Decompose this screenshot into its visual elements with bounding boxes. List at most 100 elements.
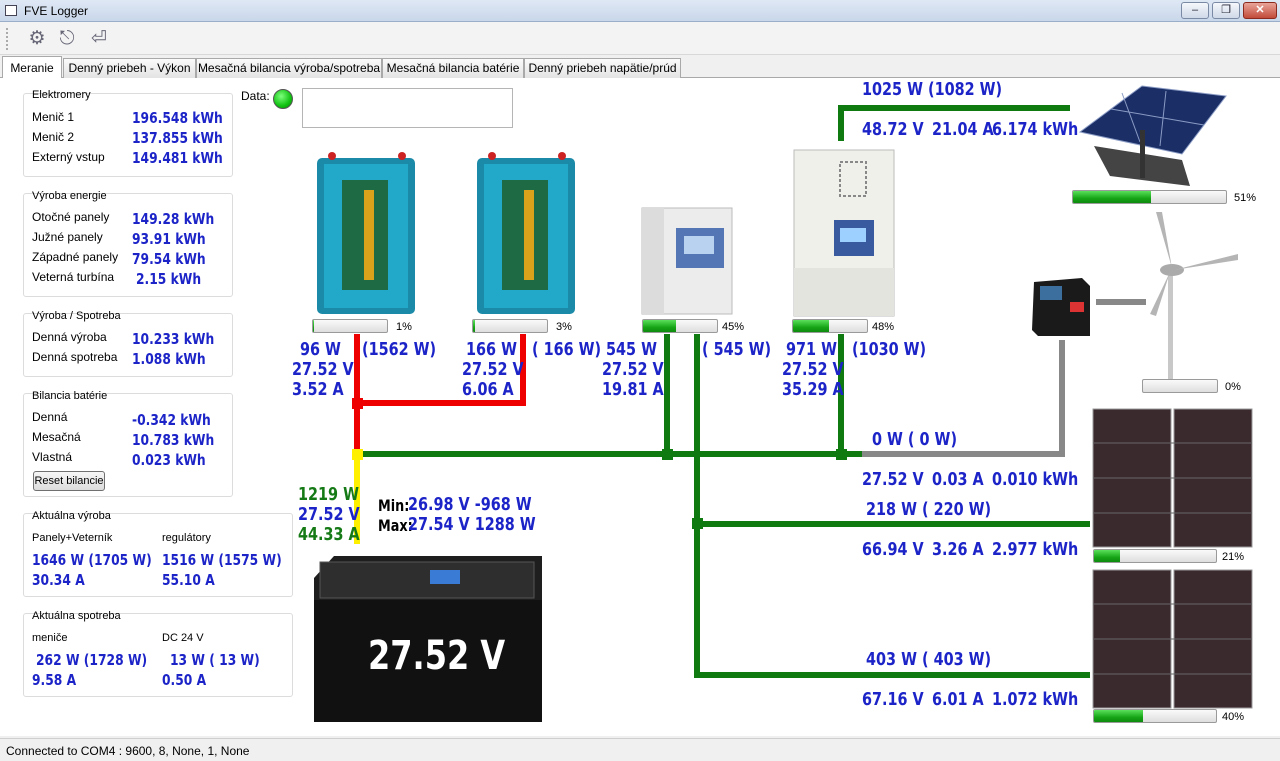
- tab-meranie[interactable]: Meranie: [2, 56, 62, 79]
- maximize-button[interactable]: ❐: [1212, 2, 1240, 19]
- status-bar: Connected to COM4 : 9600, 8, None, 1, No…: [0, 738, 1280, 761]
- disconnect-icon[interactable]: ⏎: [91, 28, 107, 49]
- inverters-current: 9.58 A: [32, 671, 77, 689]
- west-panels-load-bar: [1093, 709, 1217, 723]
- regulator-1-voltage: 27.52 V: [602, 359, 664, 380]
- production-value: 93.91 kWh: [132, 230, 206, 248]
- rotating-panels-power: 1025 W (1082 W): [862, 79, 1003, 100]
- battery-voltage-display: 27.52 V: [368, 633, 506, 679]
- battery-min-label: Min:: [378, 496, 410, 515]
- inverter-2-current: 6.06 A: [462, 379, 514, 400]
- battery-max-label: Max:: [378, 516, 413, 535]
- wire-main-bus: [357, 451, 867, 457]
- group-elektromery: Elektromery Menič 1 196.548 kWh Menič 2 …: [23, 89, 233, 177]
- rotating-panels-load-pct: 51%: [1234, 192, 1257, 204]
- tab-denny-priebeh-vykon[interactable]: Denný priebeh - Výkon: [63, 58, 196, 78]
- inverters-label: meniče: [32, 632, 68, 644]
- wind-current: 0.03 A: [932, 469, 984, 490]
- production-label: Veterná turbína: [32, 270, 115, 284]
- junction-node: [352, 398, 363, 409]
- group-title: Bilancia batérie: [32, 390, 108, 402]
- rotating-solar-panel-image: [1078, 85, 1227, 186]
- tab-denny-priebeh-napatie[interactable]: Denný priebeh napätie/prúd: [524, 58, 681, 78]
- west-panels-load-fill: [1094, 710, 1143, 722]
- west-panels-voltage: 67.16 V: [862, 689, 924, 710]
- regulators-current: 55.10 A: [162, 571, 215, 589]
- data-textbox[interactable]: [302, 88, 513, 128]
- panels-label: Panely+Veterník: [32, 532, 113, 544]
- wire-wind-up: [1059, 340, 1065, 457]
- balance-value: 0.023 kWh: [132, 451, 206, 469]
- regulator-2-load-bar: [792, 319, 868, 333]
- battery-current: 44.33 A: [298, 524, 360, 545]
- wind-turbine-load-bar: [1142, 379, 1218, 393]
- regulator-1-current: 19.81 A: [602, 379, 664, 400]
- balance-value: -0.342 kWh: [132, 411, 211, 429]
- regulator-2-current: 35.29 A: [782, 379, 844, 400]
- meter-value: 196.548 kWh: [132, 109, 223, 127]
- rotating-panels-energy: 6.174 kWh: [992, 119, 1079, 140]
- regulator-2-voltage: 27.52 V: [782, 359, 844, 380]
- toolbar-grip: [6, 28, 9, 50]
- west-panels-current: 6.01 A: [932, 689, 984, 710]
- group-aktualna-vyroba: Aktuálna výroba Panely+Veterník reguláto…: [23, 510, 293, 597]
- daily-label: Denná výroba: [32, 330, 107, 344]
- inverter-2-power: 166 W: [466, 339, 517, 360]
- wind-controller-image: [1032, 278, 1090, 336]
- balance-label: Vlastná: [32, 450, 73, 464]
- close-button[interactable]: ✕: [1243, 2, 1277, 19]
- group-aktualna-spotreba: Aktuálna spotreba meniče DC 24 V 262 W (…: [23, 610, 293, 697]
- regulators-label: regulátory: [162, 532, 211, 544]
- tab-bar: Meranie Denný priebeh - Výkon Mesačná bi…: [0, 56, 1280, 79]
- inverter-1-current: 3.52 A: [292, 379, 344, 400]
- wire-wind-bus: [862, 451, 1062, 457]
- wire-rotating-up: [838, 105, 844, 141]
- regulators-power: 1516 W (1575 W): [162, 551, 282, 569]
- dc-label: DC 24 V: [162, 632, 204, 644]
- inverter-1-load-fill: [313, 320, 314, 332]
- inverter-2-voltage: 27.52 V: [462, 359, 524, 380]
- connection-status: Connected to COM4 : 9600, 8, None, 1, No…: [6, 744, 250, 758]
- south-panels-load-pct: 21%: [1222, 551, 1245, 563]
- wire-south-panels: [694, 521, 1090, 527]
- wire-inverter-bus: [354, 400, 526, 406]
- toolbar: ⚙ ⎋ ⏎: [0, 22, 1280, 55]
- regulator-1-power: 545 W: [606, 339, 657, 360]
- wire-west-panels: [694, 672, 1090, 678]
- gear-icon[interactable]: ⚙: [28, 28, 46, 49]
- regulator-2-peak: (1030 W): [852, 339, 927, 360]
- battery-max-value: 27.54 V 1288 W: [408, 514, 536, 535]
- wind-voltage: 27.52 V: [862, 469, 924, 490]
- junction-node: [836, 449, 847, 460]
- meter-value: 149.481 kWh: [132, 149, 223, 167]
- connect-icon[interactable]: ⎋: [59, 28, 75, 49]
- tab-mesacna-bilancia-baterie[interactable]: Mesačná bilancia batérie: [382, 58, 524, 78]
- inverter-1-voltage: 27.52 V: [292, 359, 354, 380]
- wire-rotating-panels: [838, 105, 1070, 111]
- daily-value: 1.088 kWh: [132, 350, 206, 368]
- meter-label: Menič 1: [32, 110, 75, 124]
- panels-power: 1646 W (1705 W): [32, 551, 152, 569]
- meter-label: Menič 2: [32, 130, 75, 144]
- wire-battery: [354, 452, 360, 544]
- south-panels-load-bar: [1093, 549, 1217, 563]
- dc-power: 13 W ( 13 W): [170, 651, 260, 669]
- group-title: Výroba energie: [32, 190, 107, 202]
- group-title: Výroba / Spotreba: [32, 310, 121, 322]
- wind-energy: 0.010 kWh: [992, 469, 1079, 490]
- tab-mesacna-bilancia-vyroba[interactable]: Mesačná bilancia výroba/spotreba: [196, 58, 382, 78]
- data-label: Data:: [241, 89, 270, 103]
- south-panels-load-fill: [1094, 550, 1120, 562]
- reset-balance-button[interactable]: Reset bilancie: [33, 471, 105, 491]
- regulator-2-load-pct: 48%: [872, 321, 895, 333]
- regulator-1-image: [641, 207, 733, 315]
- minimize-button[interactable]: –: [1181, 2, 1209, 19]
- inverter-1-image: [317, 152, 415, 314]
- regulator-1-load-fill: [643, 320, 677, 332]
- wire-regulator1-out: [664, 334, 670, 456]
- rotating-panels-load-fill: [1073, 191, 1152, 203]
- inverter-1-load-pct: 1%: [396, 321, 412, 333]
- junction-node: [352, 449, 363, 460]
- inverter-2-load-bar: [472, 319, 548, 333]
- wire-regulator1-in: [694, 334, 700, 678]
